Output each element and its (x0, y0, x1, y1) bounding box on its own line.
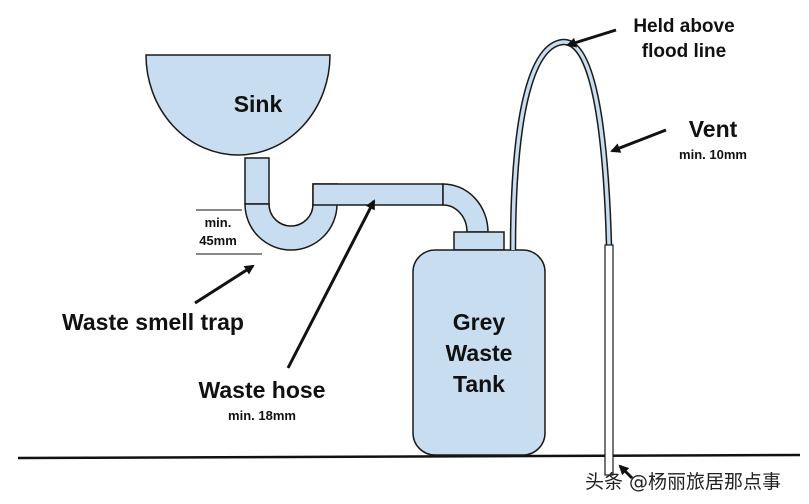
vent-down-pipe (604, 244, 614, 476)
trap-min-label-2: 45mm (199, 233, 237, 248)
sink-bowl (145, 54, 331, 156)
flood-line-label-1: Held above (633, 16, 734, 37)
waste-hose-arrow (286, 199, 376, 369)
waste-hose-min-label: min. 18mm (228, 408, 296, 423)
grey-waste-tank (412, 249, 546, 456)
flood-line-label-2: flood line (642, 41, 726, 62)
watermark: 头条 @杨丽旅居那点事 (585, 471, 781, 493)
sink-drain-pipe (244, 157, 270, 205)
flood-line-arrow (566, 28, 617, 48)
tank-label-line3: Tank (453, 371, 505, 397)
waste-hose-horizontal (312, 183, 444, 206)
vent-hose (509, 38, 613, 251)
vent-min-label: min. 10mm (679, 147, 747, 162)
vent-hose-fill (511, 40, 611, 251)
vent-label: Vent (689, 116, 738, 142)
smell-trap-label: Waste smell trap (62, 309, 244, 335)
vent-arrow (610, 128, 667, 153)
tank-label-line2: Waste (446, 340, 513, 366)
trap-min-label-1: min. (205, 215, 232, 230)
tank-neck (453, 231, 505, 251)
smell-trap-arrow (194, 264, 255, 305)
sink-label: Sink (234, 91, 283, 117)
waste-hose-elbow (442, 183, 489, 233)
ground-arrow (618, 464, 634, 480)
ground-line (17, 453, 801, 460)
u-trap (244, 203, 338, 251)
tank-label-line1: Grey (453, 309, 506, 335)
waste-hose-label: Waste hose (199, 377, 326, 403)
